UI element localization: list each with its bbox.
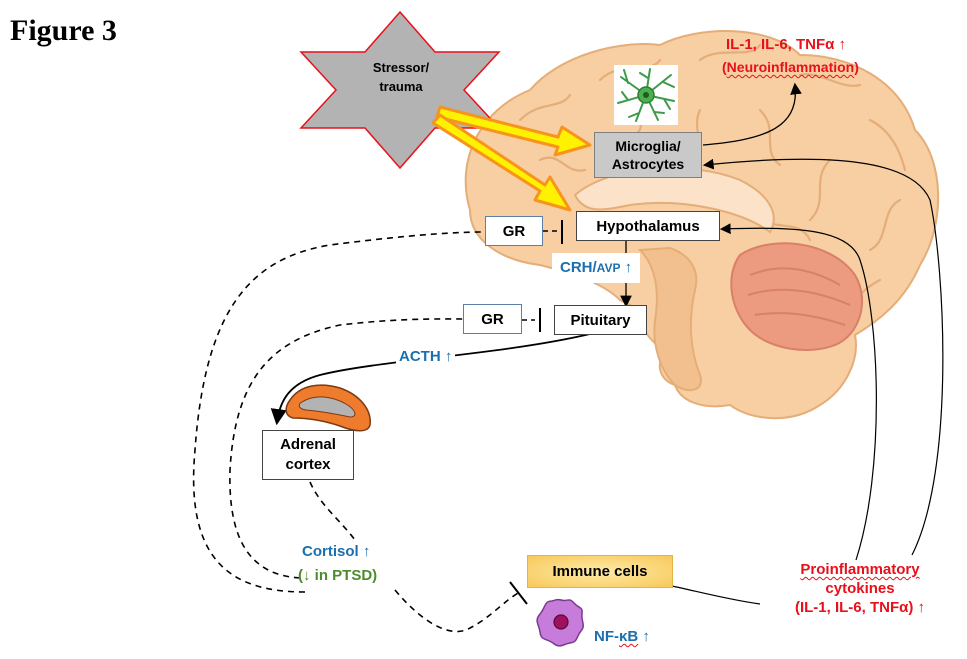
proinflammatory-word: Proinflammatory [800,561,920,578]
pituitary-to-adrenal-arrow [270,333,591,426]
acth-label: ACTH ↑ [396,348,456,365]
neuro-cytokines-label: IL-1, IL-6, TNFα ↑ [726,36,847,53]
stress-arrow-microglia [435,105,592,157]
nfkb-label: NF-κB ↑ [594,628,650,645]
avp-text: AVP [596,261,621,275]
cortisol-label: Cortisol ↑ [302,543,371,560]
crh-avp-label: CRH/AVP ↑ [552,253,641,283]
ptsd-label: (↓ in PTSD) [298,567,378,584]
gr-pituitary-box: GR [463,304,522,334]
cerebellum-folia [747,267,851,326]
cortisol-to-immune-inhibition [394,589,521,633]
brainstem [637,246,702,392]
adrenal-label-1: Adrenal [280,436,336,453]
neuroinflammation-word: Neuroinflammation [726,59,855,75]
microglia-to-neuroinflammation-arrow [702,82,802,146]
adrenal-gland-icon [285,384,371,432]
adrenal-label-2: cortex [285,456,331,473]
immune-cell-icon [536,598,584,647]
stressor-line-2: trauma [379,79,423,94]
immune-cells-box: Immune cells [527,555,673,588]
cytokines-to-hypothalamus-arrow [719,223,877,561]
stress-arrow-hypothalamus [431,113,572,212]
nfkb-kappa: κB [619,628,639,645]
stress-arrows [431,105,592,212]
neuroinflammation-label: (Neuroinflammation) [722,59,859,75]
immune-to-cytokines-line [671,585,761,605]
immune-inhibition-bar [509,581,528,605]
stressor-star-shape [299,10,501,170]
microglia-cell-icon [614,65,678,125]
cortisol-feedback-pituitary [229,318,464,579]
adrenal-to-cortisol-dashed [309,481,356,541]
cytokines-to-microglia-arrow [702,158,944,556]
adrenal-cortex-box: Adrenal cortex [262,430,354,480]
figure-title: Figure 3 [10,14,117,47]
proinflammatory-cytokines-label: Proinflammatory cytokines (IL-1, IL-6, T… [762,560,958,617]
stressor-label: Stressor/ trauma [366,58,436,96]
microglia-label-1: Microglia/ [615,138,681,154]
crh-up-arrow: ↑ [620,259,633,276]
gr-hypothalamus-box: GR [485,216,543,246]
stressor-line-1: Stressor/ [372,60,430,75]
hypothalamus-box: Hypothalamus [576,211,720,241]
cortisol-feedback-hypothalamus [192,231,485,593]
microglia-astrocytes-box: Microglia/ Astrocytes [594,132,702,178]
crh-text: CRH/ [560,259,597,276]
pituitary-box: Pituitary [554,305,647,335]
cytokines-word: cytokines [825,580,895,597]
microglia-label-2: Astrocytes [611,156,685,172]
peripheral-cytokines-list: (IL-1, IL-6, TNFα) ↑ [794,599,926,616]
